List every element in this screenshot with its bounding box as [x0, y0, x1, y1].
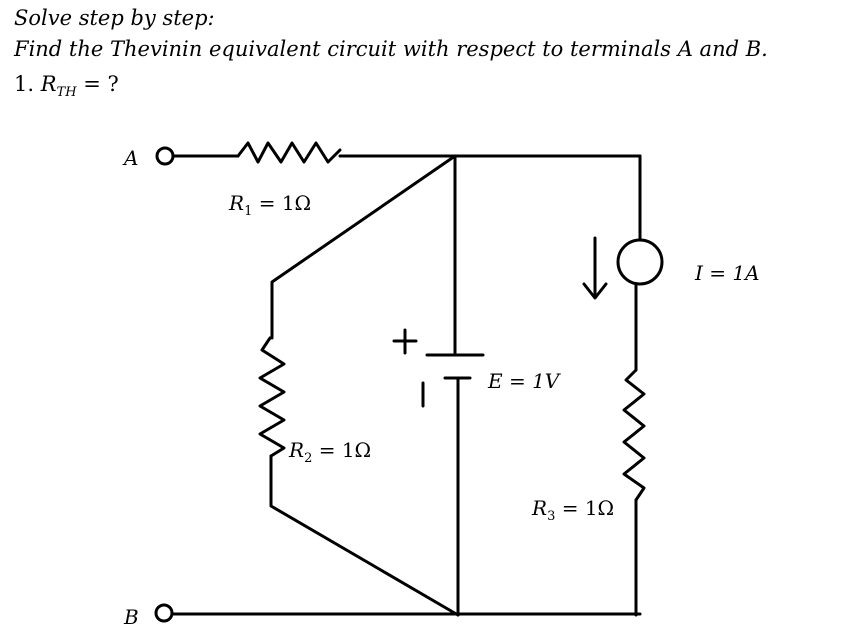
part-number: 1.: [14, 72, 41, 96]
r1-resistor: [236, 141, 342, 164]
question-instruction: Find the Thevinin equivalent circuit wit…: [14, 37, 768, 61]
terminal-b-node: [154, 603, 174, 623]
wire-diag-bottom: [269, 454, 460, 617]
r2-value: = 1Ω: [312, 438, 371, 462]
r1-value: = 1Ω: [252, 191, 311, 215]
question-title: Solve step by step:: [14, 6, 215, 30]
terminal-a-node: [155, 146, 175, 166]
rth-subscript: TH: [56, 85, 77, 101]
r3-subscript: 3: [547, 509, 555, 524]
current-arrow-icon: [582, 236, 608, 300]
current-source-label: I = 1A: [694, 261, 760, 285]
r3-resistor: [622, 368, 646, 502]
rth-query: = ?: [76, 72, 119, 96]
terminal-b-label: B: [123, 605, 139, 629]
r3-symbol: R: [531, 496, 547, 520]
terminal-a-label: A: [122, 146, 138, 170]
current-source-i: [616, 238, 664, 286]
r2-subscript: 2: [304, 451, 312, 466]
plus-sign-icon: [392, 328, 418, 355]
r1-subscript: 1: [244, 204, 252, 219]
wire-diag-top: [270, 154, 457, 340]
r1-label: R1 = 1Ω: [228, 191, 311, 219]
rth-symbol: R: [40, 72, 57, 96]
r3-label: R3 = 1Ω: [531, 496, 614, 524]
question-part-1: 1. RTH = ?: [14, 72, 119, 100]
r2-resistor: [258, 336, 286, 458]
r2-label: R2 = 1Ω: [288, 438, 371, 466]
voltage-source-label: E = 1V: [487, 369, 562, 393]
r3-value: = 1Ω: [555, 496, 614, 520]
r1-symbol: R: [228, 191, 244, 215]
r2-symbol: R: [288, 438, 304, 462]
